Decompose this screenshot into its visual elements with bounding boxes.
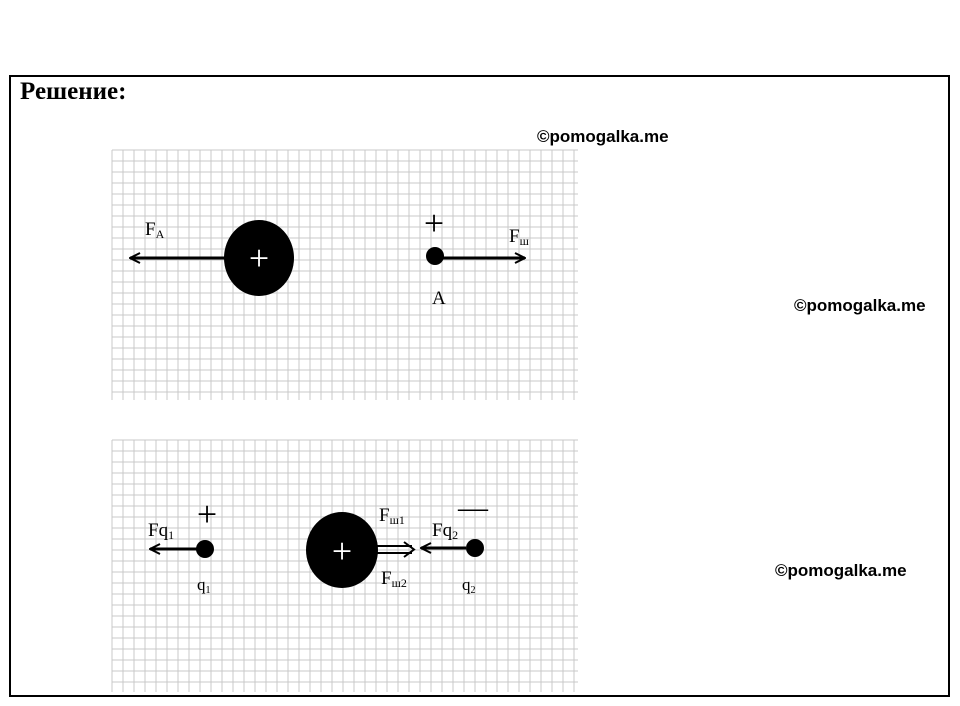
label-point-a: A [432, 288, 446, 309]
solution-frame [9, 75, 950, 697]
label-fq1: Fq1 [148, 520, 174, 542]
label-fsh1: Fш1 [379, 505, 405, 527]
label-fsh2: Fш2 [381, 568, 407, 590]
double-arrow-head [403, 541, 416, 558]
watermark-middle: ©pomogalka.me [794, 296, 926, 315]
grid-top [111, 149, 578, 400]
label-q1: q1 [197, 575, 211, 596]
figure-bottom: + Fq1 q1 + Fш1 Fш2 Fq2 — q2 [148, 491, 489, 596]
solution-heading: Решение: [20, 78, 127, 105]
label-fsh: Fш [509, 226, 530, 248]
q2-sign: — [457, 491, 489, 524]
big-charge-sign-top: + [249, 238, 269, 278]
q1-sign: + [197, 494, 217, 534]
label-fa: FA [145, 219, 165, 241]
watermark-top: ©pomogalka.me [537, 127, 669, 146]
grid-bottom [111, 439, 578, 692]
big-charge-top [224, 220, 294, 296]
label-q2: q2 [462, 575, 476, 596]
big-charge-bottom [306, 512, 378, 588]
watermark-bottom: ©pomogalka.me [775, 561, 907, 580]
q2-dot [466, 539, 484, 557]
test-charge-sign-top: + [424, 203, 444, 243]
big-charge-sign-bottom: + [332, 531, 352, 571]
q1-dot [196, 540, 214, 558]
figure-top: + FA + Fш A [130, 203, 530, 309]
point-a-dot [426, 247, 444, 265]
label-fq2: Fq2 [432, 520, 458, 542]
